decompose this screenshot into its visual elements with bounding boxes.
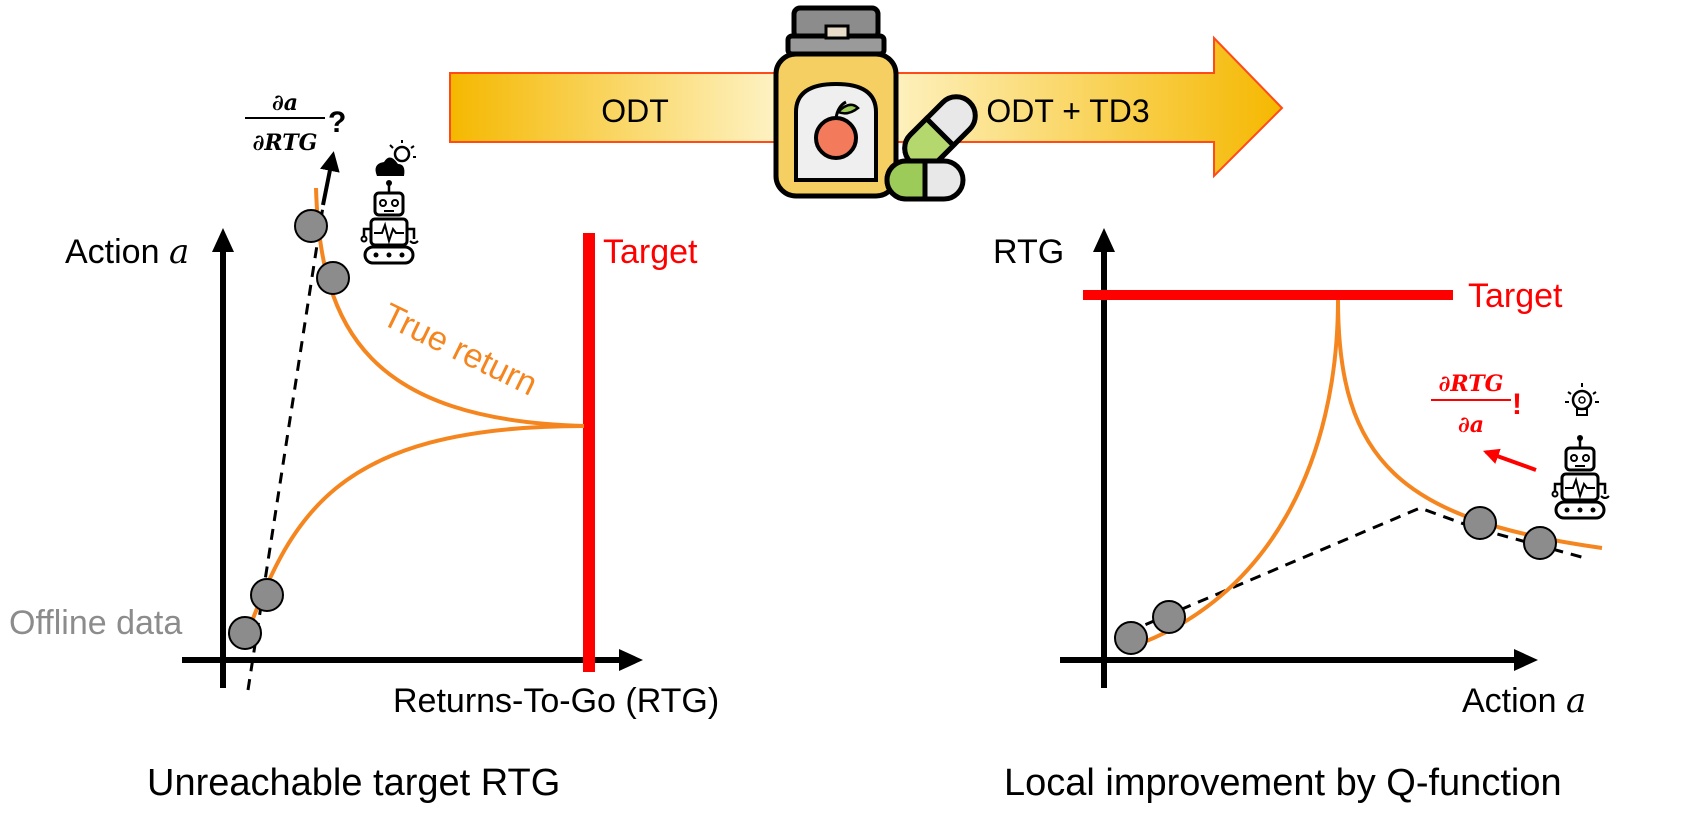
left-data-point (228, 616, 262, 650)
right-gradient-fraction: ∂RTG ∂a ! (1431, 371, 1522, 438)
right-gradient-denominator: ∂a (1458, 412, 1484, 438)
arrow-label-odt: ODT (601, 93, 669, 129)
right-chart: RTG Action a Target ∂RTG ∂a ! (993, 228, 1610, 804)
right-gradient-mark: ! (1512, 388, 1522, 421)
right-y-axis-label: RTG (993, 233, 1064, 271)
left-gradient-denominator: ∂RTG (253, 130, 318, 156)
right-data-point (1523, 526, 1557, 560)
left-gradient-fraction: ∂a ∂RTG ? (245, 90, 346, 156)
right-true-return-left (1127, 299, 1340, 650)
left-data-point (294, 209, 328, 243)
robot-icon (1551, 435, 1610, 520)
right-gradient-arrow (1482, 448, 1537, 472)
right-data-point (1114, 621, 1148, 655)
left-target-label: Target (603, 233, 698, 271)
right-target-label: Target (1468, 277, 1563, 315)
right-caption: Local improvement by Q-function (1004, 762, 1562, 804)
right-gradient-numerator: ∂RTG (1439, 371, 1504, 397)
robot-icon (360, 180, 419, 265)
left-chart: Action a Returns-To-Go (RTG) Target True… (9, 90, 719, 804)
left-x-axis-label: Returns-To-Go (RTG) (393, 682, 719, 720)
right-data-point (1463, 506, 1497, 540)
right-data-point (1152, 600, 1186, 634)
left-true-return-upper (314, 187, 585, 428)
left-y-axis-label: Action a (65, 232, 189, 272)
left-curve-label: True return (376, 296, 543, 403)
arrow-label-odt-td3: ODT + TD3 (986, 93, 1149, 129)
right-dashed-line (1127, 506, 1586, 634)
left-gradient-arrow (320, 151, 340, 206)
right-x-axis-label: Action a (1462, 681, 1586, 721)
left-gradient-numerator: ∂a (272, 90, 298, 116)
offline-data-label: Offline data (9, 604, 182, 642)
weather-icon (375, 140, 416, 176)
left-dashed-line (246, 199, 326, 691)
capsule-icon (884, 94, 978, 202)
left-data-point (316, 261, 350, 295)
medicine-jar-icon (773, 5, 899, 199)
left-true-return-lower (242, 424, 585, 643)
left-caption: Unreachable target RTG (147, 762, 560, 804)
lightbulb-icon (1565, 383, 1599, 416)
left-gradient-mark: ? (328, 106, 346, 139)
left-data-point (250, 578, 284, 612)
